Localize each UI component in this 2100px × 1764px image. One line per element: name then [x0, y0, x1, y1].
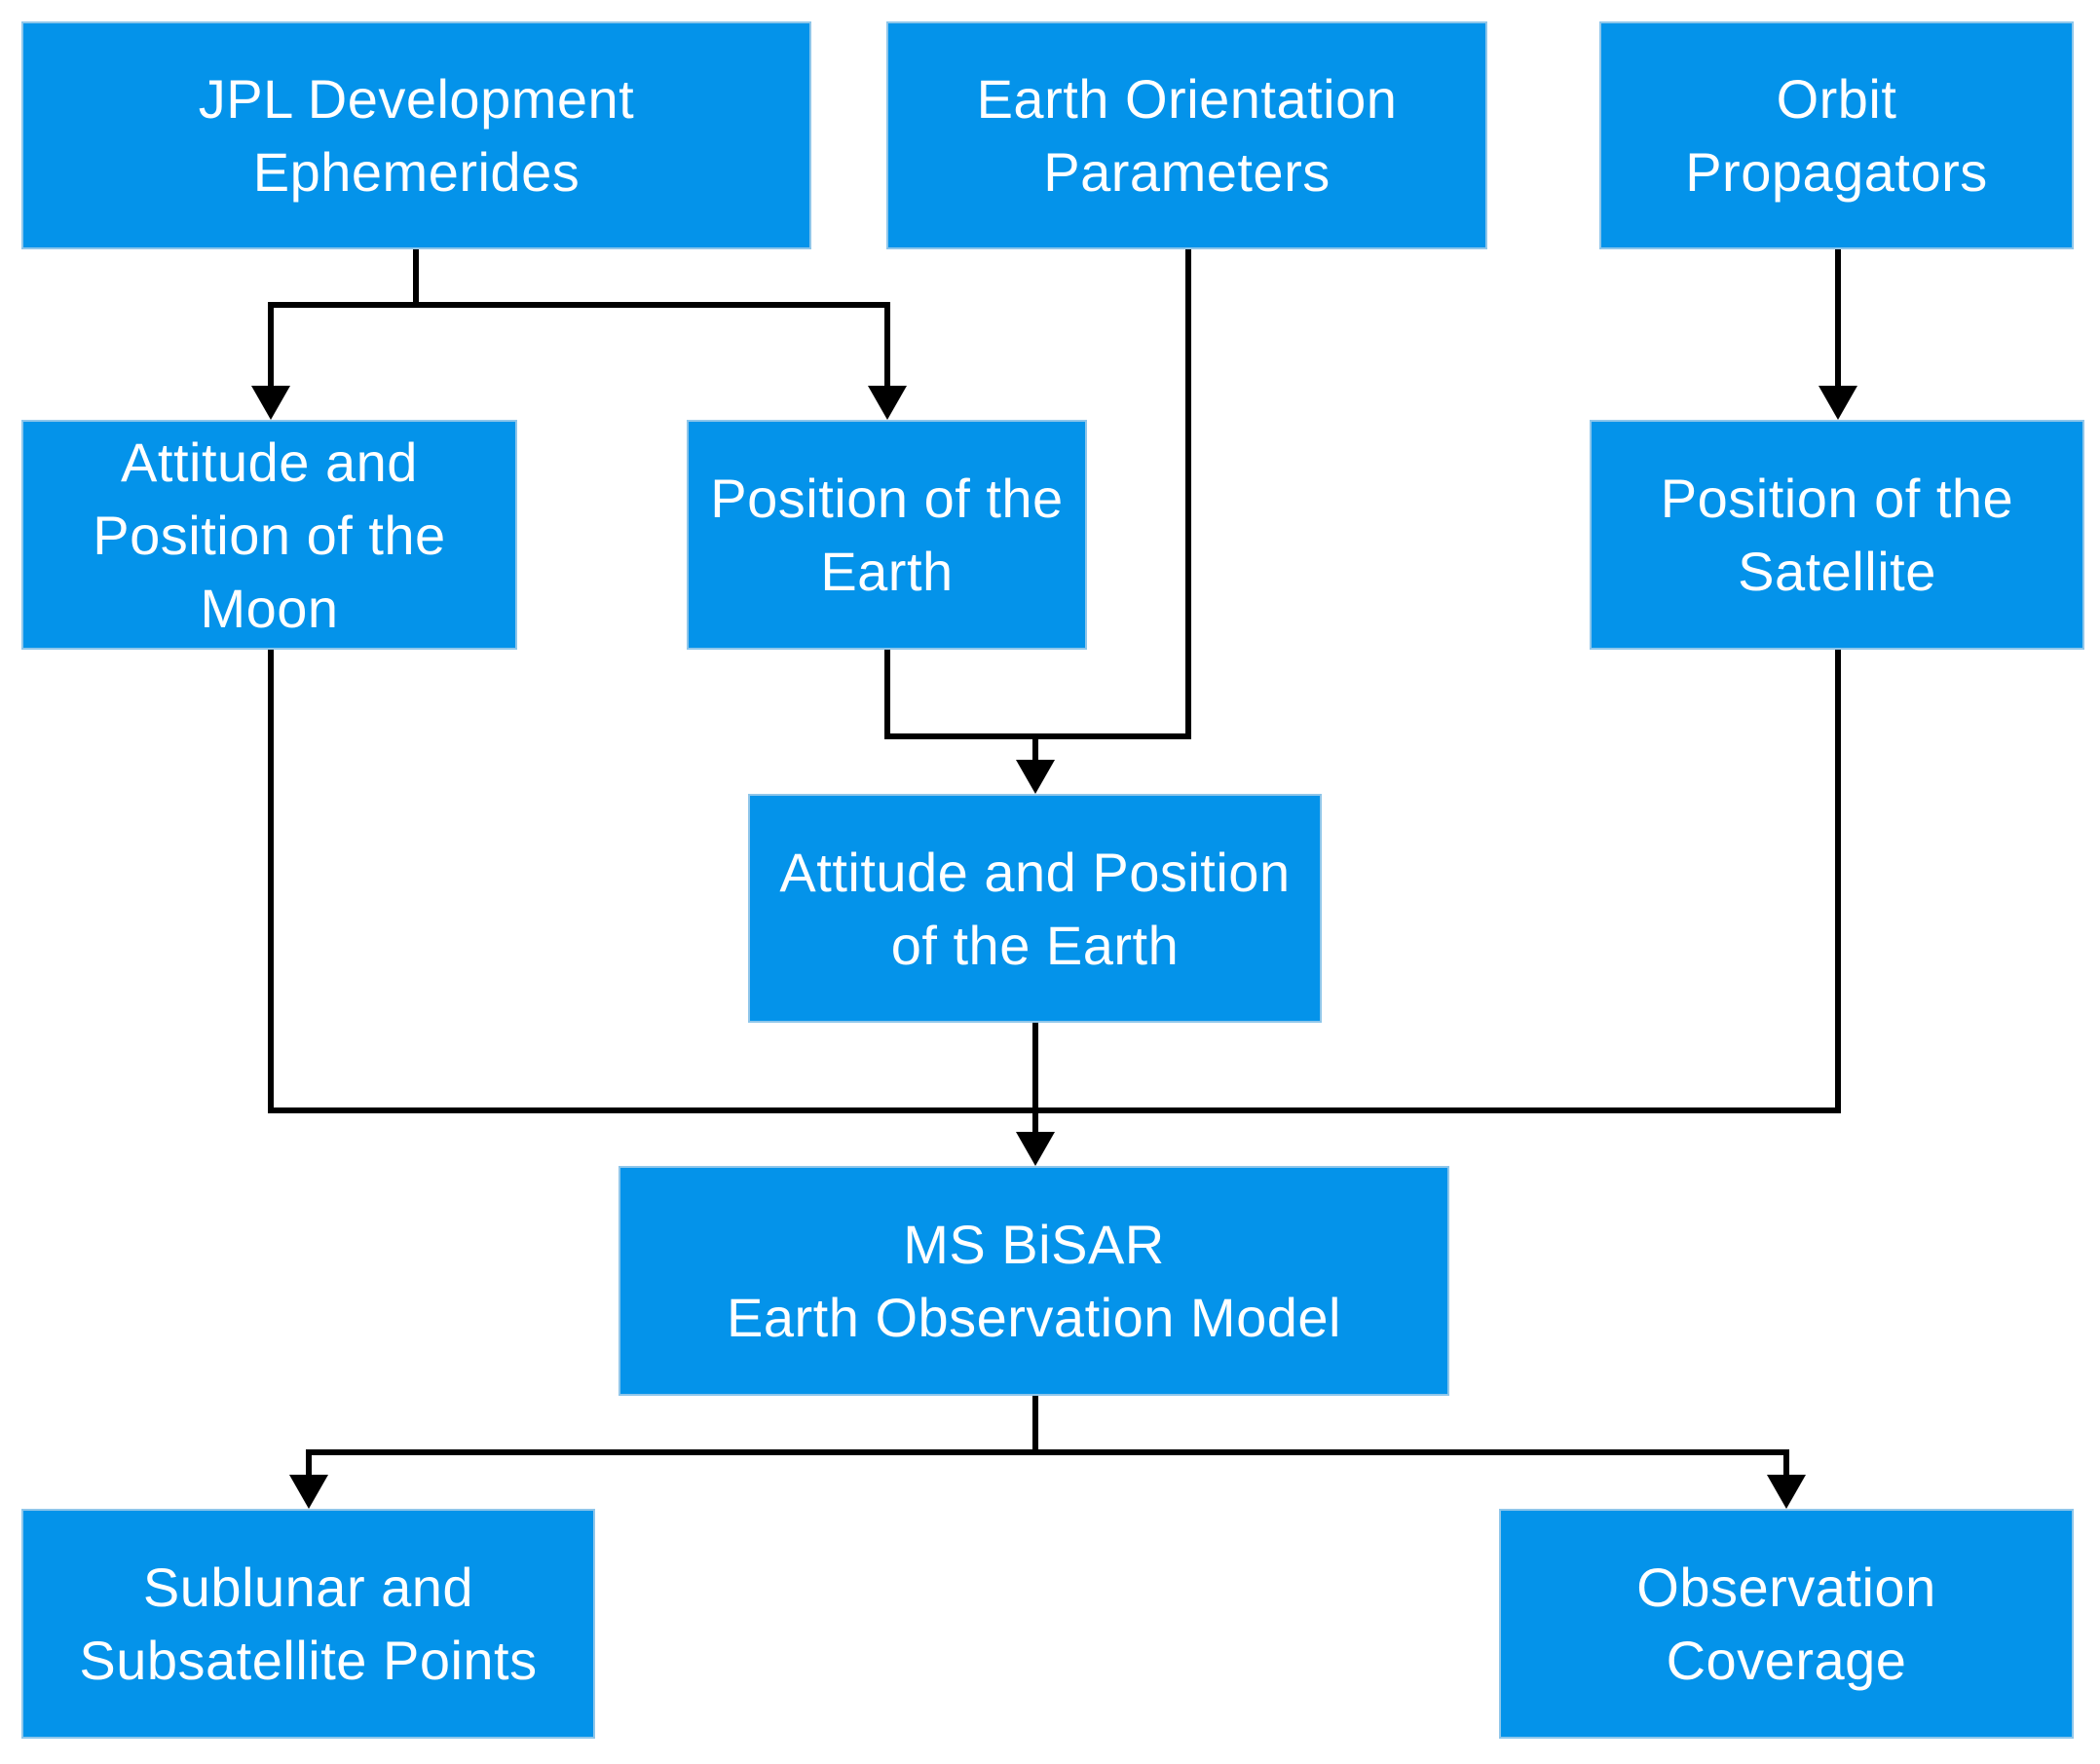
node-label-line: Observation: [1636, 1557, 1936, 1618]
edge-model-to-coverage: [1035, 1449, 1789, 1477]
node-sublunar-subsatellite-points: Sublunar and Subsatellite Points: [21, 1509, 595, 1739]
node-label: Observation Coverage: [1636, 1551, 1935, 1697]
node-attitude-position-moon: Attitude and Position of the Moon: [21, 420, 517, 650]
node-label: Sublunar and Subsatellite Points: [79, 1551, 537, 1697]
node-label: Attitude and Position of the Moon: [93, 426, 445, 645]
node-label-line: MS BiSAR: [903, 1214, 1165, 1275]
node-label-line: Attitude and Position: [779, 841, 1291, 903]
arrowhead-position-satellite: [1819, 386, 1857, 420]
node-label-line: Subsatellite Points: [79, 1630, 538, 1691]
node-label: Orbit Propagators: [1685, 62, 1988, 208]
node-orbit-propagators: Orbit Propagators: [1599, 21, 2074, 249]
node-label: Earth Orientation Parameters: [977, 62, 1398, 208]
node-label-line: Coverage: [1666, 1630, 1907, 1691]
node-label-line: Satellite: [1738, 541, 1936, 602]
node-label: MS BiSAR Earth Observation Model: [727, 1208, 1341, 1354]
node-label-line: Orbit: [1776, 68, 1897, 130]
node-label-line: Position of the: [1660, 468, 2014, 529]
node-label-line: Propagators: [1685, 141, 1988, 203]
node-label: Position of the Satellite: [1661, 462, 2013, 608]
node-position-earth: Position of the Earth: [687, 420, 1087, 650]
edge-jpl-to-position-earth: [416, 302, 890, 388]
node-label: JPL Development Ephemerides: [199, 62, 634, 208]
node-label: Position of the Earth: [710, 462, 1063, 608]
node-label-line: Position of the: [93, 504, 446, 566]
node-position-satellite: Position of the Satellite: [1590, 420, 2084, 650]
arrowhead-position-earth: [868, 386, 907, 420]
edge-jpl-to-moon: [268, 249, 419, 388]
node-label-line: Moon: [200, 577, 339, 639]
node-ms-bisar-earth-observation-model: MS BiSAR Earth Observation Model: [619, 1166, 1449, 1396]
arrowhead-sublunar: [289, 1475, 328, 1509]
edge-moon-to-model: [268, 650, 1841, 1113]
node-label-line: Sublunar and: [142, 1557, 474, 1618]
node-label-line: Position of the: [710, 468, 1064, 529]
edge-model-to-sublunar: [306, 1396, 1038, 1477]
node-label-line: Earth Orientation: [976, 68, 1398, 130]
arrowhead-coverage: [1767, 1475, 1806, 1509]
node-label-line: Attitude and: [121, 431, 418, 493]
arrowhead-moon: [251, 386, 290, 420]
node-label-line: JPL Development: [198, 68, 635, 130]
node-jpl-development-ephemerides: JPL Development Ephemerides: [21, 21, 811, 249]
arrowhead-model: [1016, 1132, 1055, 1166]
node-label-line: Ephemerides: [252, 141, 581, 203]
node-label: Attitude and Position of the Earth: [779, 836, 1290, 982]
node-label-line: Earth: [820, 541, 954, 602]
node-label-line: Earth Observation Model: [727, 1287, 1341, 1348]
arrowhead-attitude-earth: [1016, 760, 1055, 794]
node-label-line: of the Earth: [890, 914, 1180, 976]
node-label-line: Parameters: [1043, 141, 1331, 203]
node-observation-coverage: Observation Coverage: [1499, 1509, 2074, 1739]
node-attitude-position-earth: Attitude and Position of the Earth: [748, 794, 1322, 1023]
node-earth-orientation-parameters: Earth Orientation Parameters: [886, 21, 1487, 249]
